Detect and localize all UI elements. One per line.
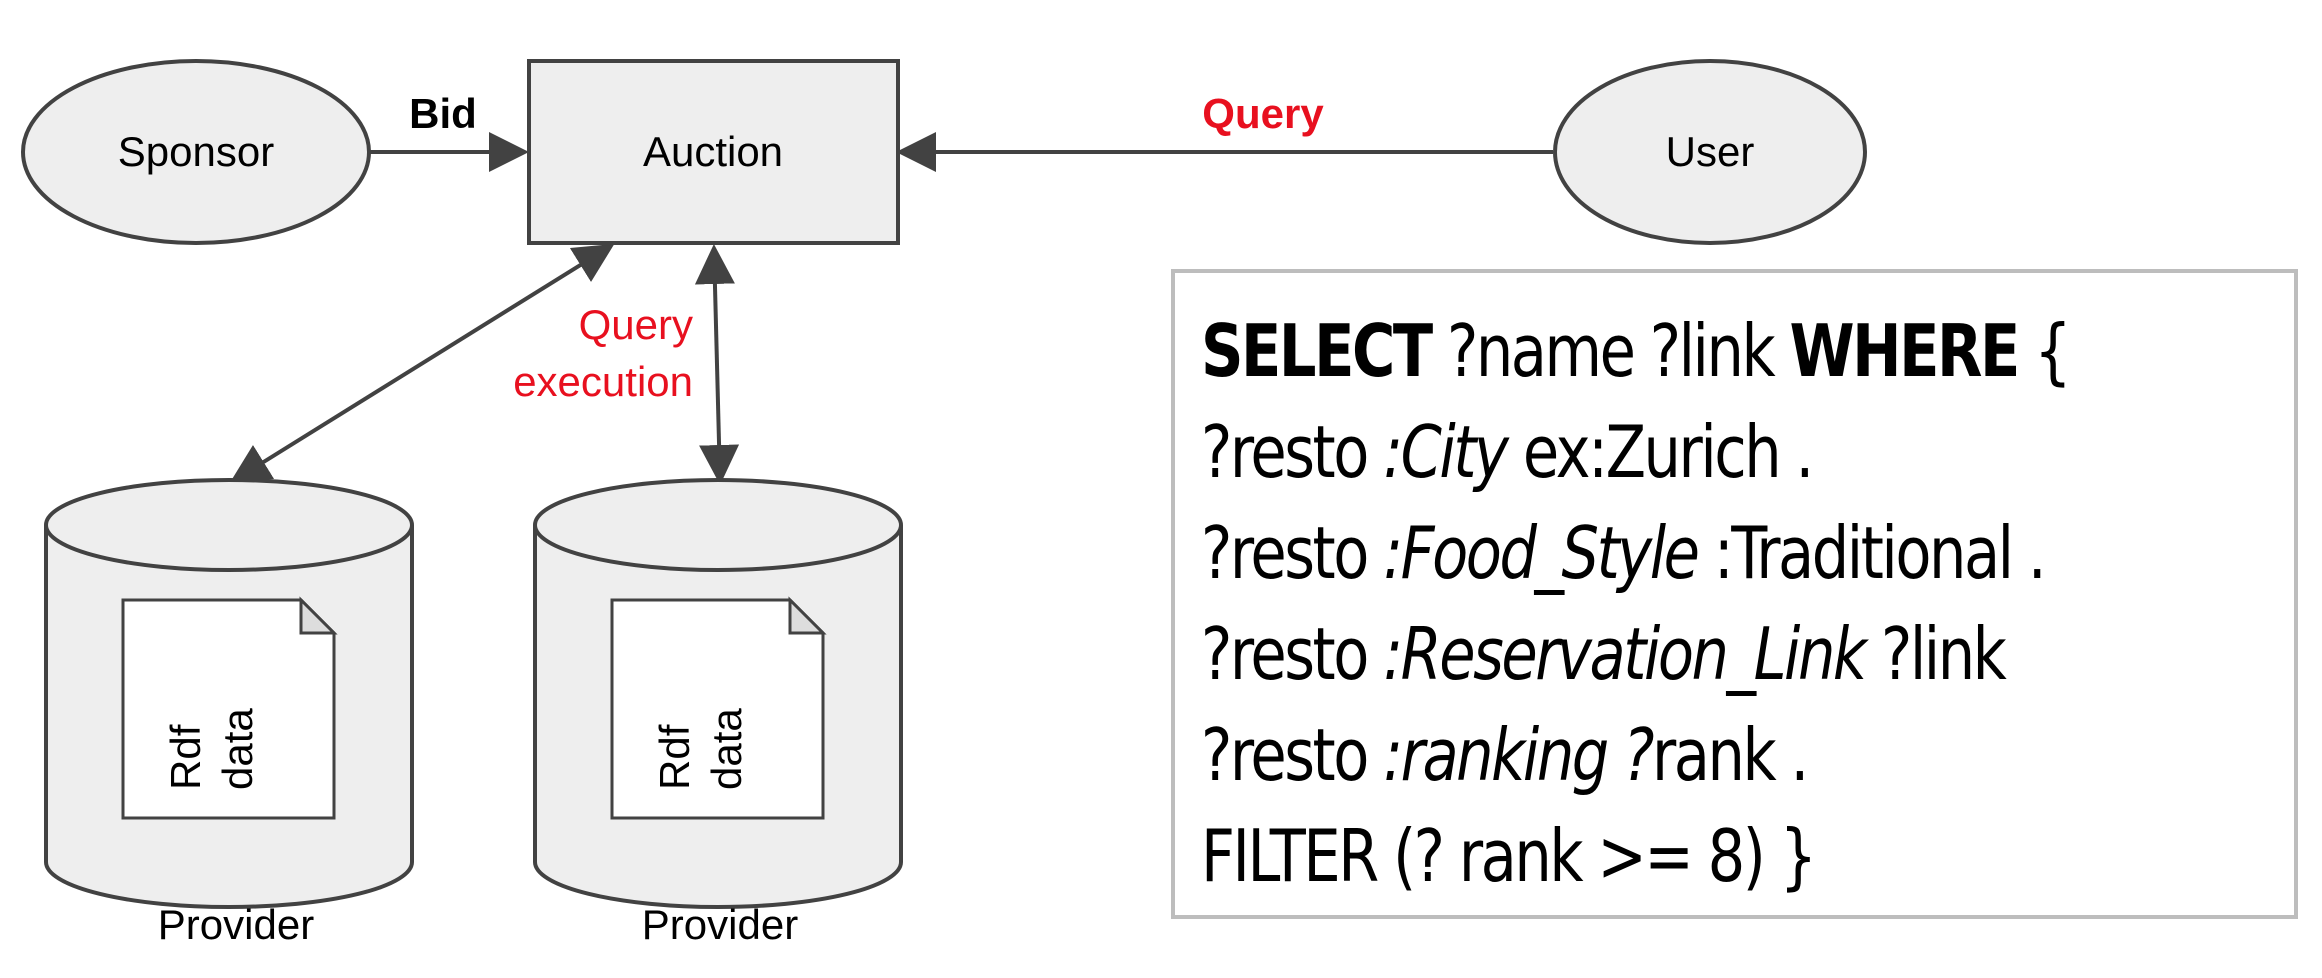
rdf-doc-line2: data (703, 708, 750, 790)
query-text: ex:Zurich . (1506, 410, 1814, 494)
rdf-doc-line2: data (214, 708, 261, 790)
auction-label: Auction (643, 128, 783, 175)
user-label: User (1666, 128, 1755, 175)
query-line: ?resto :Reservation_Link ?link (1201, 604, 2078, 705)
rdf-doc-line1: Rdf (162, 724, 209, 790)
sparql-query-box: SELECT ?name ?link WHERE { ?resto :City … (1171, 269, 2298, 919)
query-text: FILTER (? rank >= 8) } (1201, 814, 1817, 898)
sponsor-label: Sponsor (118, 128, 274, 175)
auction-node: Auction (527, 59, 900, 245)
query-text: ?name ?link (1430, 309, 1790, 393)
bid-label: Bid (409, 90, 477, 137)
query-keyword: SELECT (1201, 309, 1433, 393)
query-text: ?link (1864, 612, 2007, 696)
query-keyword: WHERE (1789, 309, 2021, 393)
auction-provider-right-arrow (694, 244, 740, 485)
query-text: ?resto (1201, 511, 1384, 595)
sponsor-node: Sponsor (21, 59, 371, 245)
query-line: ?resto :Food_Style :Traditional . (1201, 503, 2078, 604)
provider-database: Rdf data (533, 478, 903, 909)
query-execution-label-line1: Query (579, 301, 693, 348)
query-text: ?resto (1201, 410, 1384, 494)
query-text: { (2017, 309, 2072, 393)
query-predicate: :Food_Style (1383, 511, 1700, 595)
query-predicate: :Reservation_Link (1383, 612, 1867, 696)
provider-label: Provider (158, 901, 314, 948)
query-text: :Traditional . (1697, 511, 2047, 595)
query-execution-label-line2: execution (513, 358, 693, 405)
rdf-doc-line1: Rdf (651, 724, 698, 790)
query-predicate: :ranking ? (1383, 713, 1654, 797)
provider-database: Rdf data (44, 478, 414, 909)
query-label: Query (1202, 90, 1324, 137)
query-text: ?resto (1201, 612, 1384, 696)
query-line: ?resto :City ex:Zurich . (1201, 402, 2078, 503)
query-line: FILTER (? rank >= 8) } (1201, 806, 2078, 907)
rdf-document-icon: Rdf data (121, 596, 338, 820)
auction-provider-left-arrow (229, 243, 615, 484)
query-line: ?resto :ranking ?rank . (1201, 705, 2078, 806)
user-node: User (1553, 59, 1867, 245)
rdf-document-icon: Rdf data (610, 596, 827, 820)
query-text: ?resto (1201, 713, 1384, 797)
query-predicate: :City (1383, 410, 1509, 494)
provider-label: Provider (642, 901, 798, 948)
query-line: SELECT ?name ?link WHERE { (1201, 301, 2078, 402)
query-text: rank . (1651, 713, 1809, 797)
